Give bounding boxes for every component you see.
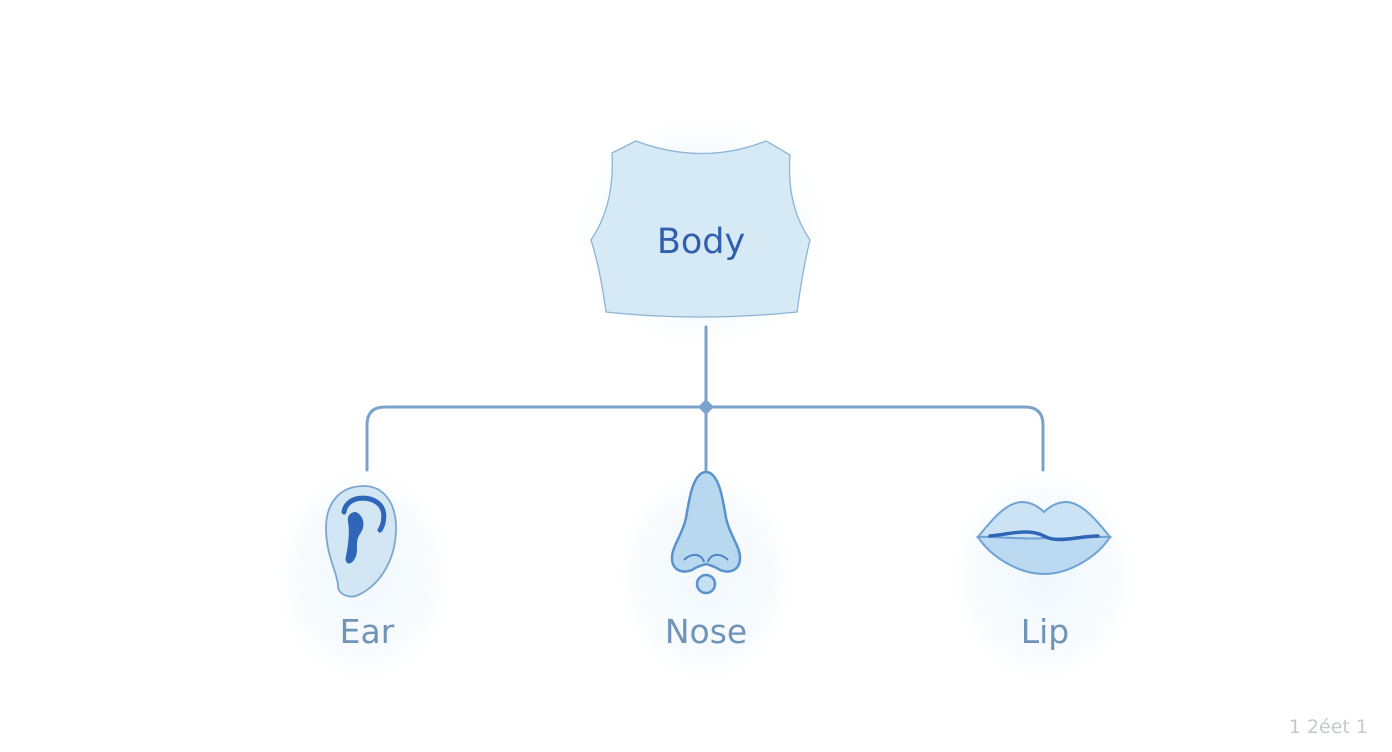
torso-icon xyxy=(590,140,811,318)
page-number: 1 2éet 1 xyxy=(1288,716,1368,738)
ear-node-label: Ear xyxy=(339,612,395,651)
nose-node-label: Nose xyxy=(664,612,748,651)
ear-connector xyxy=(365,405,708,472)
ear-icon xyxy=(325,485,397,598)
lip-connector xyxy=(704,405,1045,472)
nose-icon xyxy=(670,470,742,595)
junction-diamond xyxy=(698,399,714,415)
lip-node-label: Lip xyxy=(1020,612,1070,651)
lips-icon xyxy=(975,500,1113,576)
tree-connectors xyxy=(365,325,1045,472)
root-node-label: Body xyxy=(656,222,746,262)
